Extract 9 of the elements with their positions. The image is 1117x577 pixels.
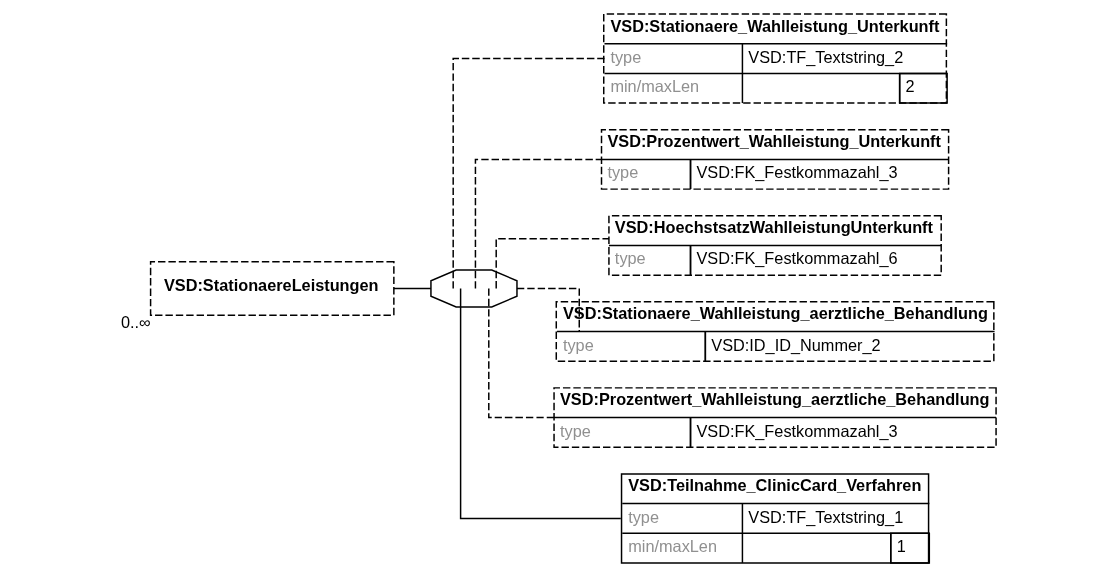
connector: [393, 287, 432, 290]
node-box: VSD:StationaereLeistungen: [149, 261, 395, 316]
node-label: 0..∞: [120, 313, 151, 332]
node-octagon: [430, 269, 518, 308]
connector: [488, 287, 555, 419]
connector: [452, 57, 606, 290]
connector: [495, 238, 610, 290]
connector: [459, 287, 622, 520]
connector: [474, 158, 603, 290]
